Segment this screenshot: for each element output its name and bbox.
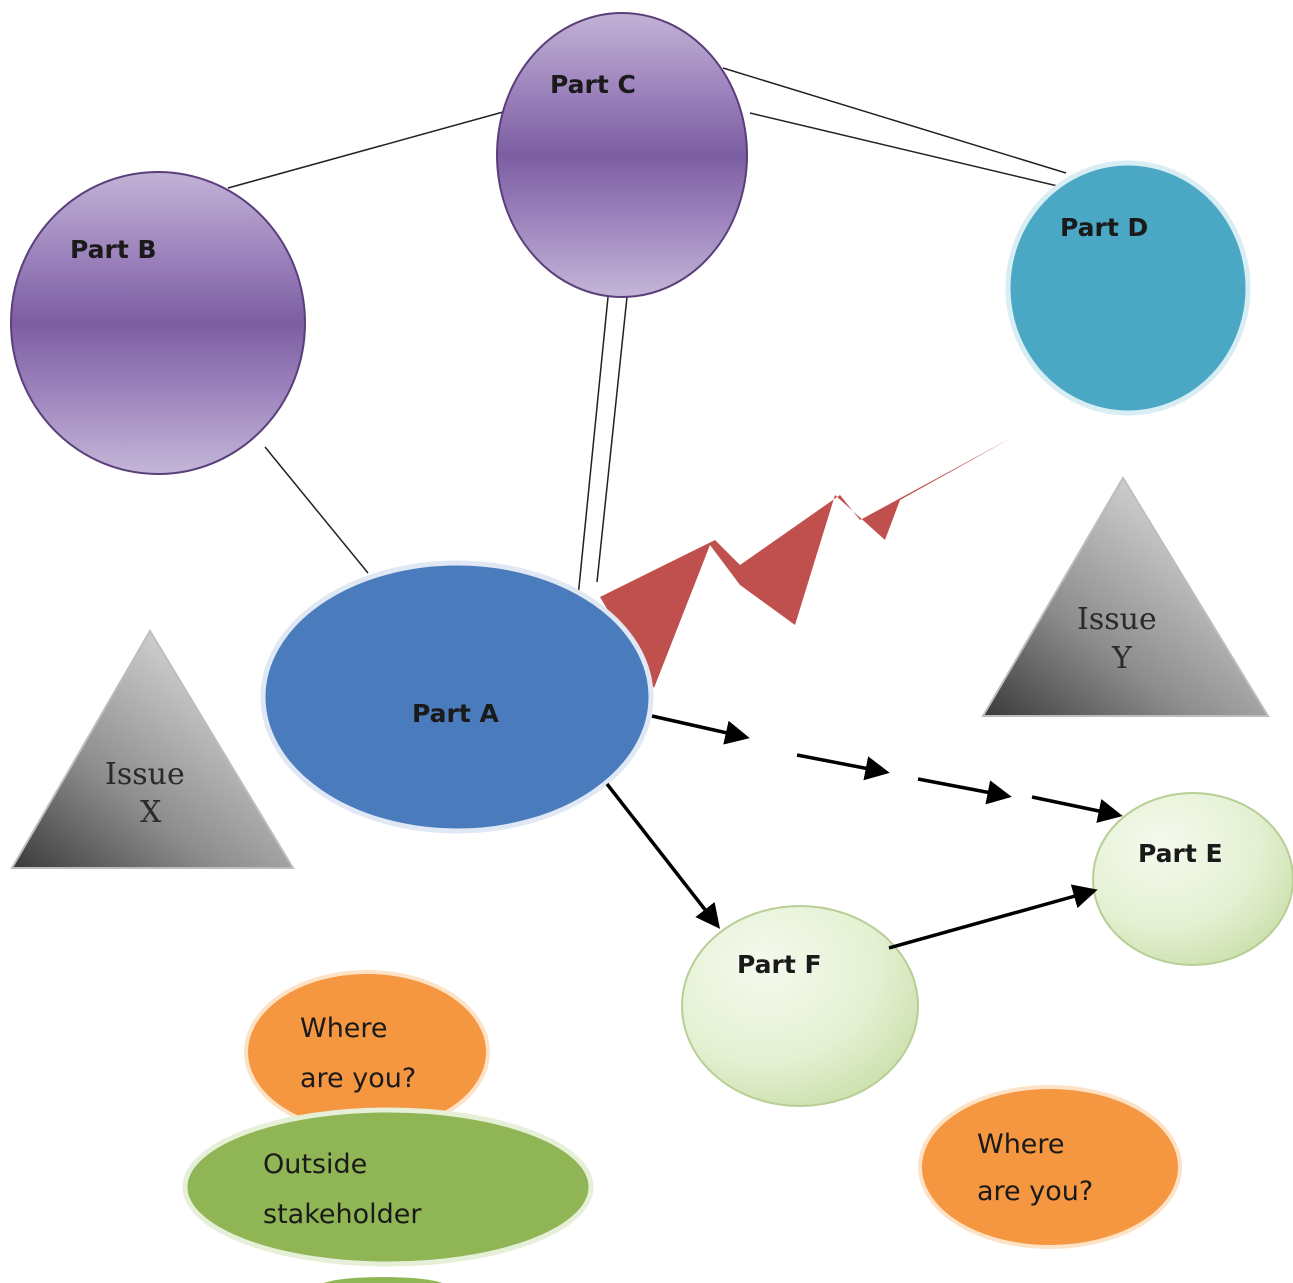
part-d-circle — [1005, 160, 1251, 416]
arrow-a-e-dash-3 — [917, 777, 1012, 805]
node-part-b[interactable]: Part B — [10, 171, 306, 475]
connector-b-a — [264, 446, 369, 574]
issue-x-triangle — [10, 629, 295, 869]
connector-c-a-2 — [596, 296, 628, 583]
part-e-circle — [1092, 792, 1293, 966]
issue-y-label-line2: Y — [1111, 641, 1133, 676]
arrow-a-f — [605, 782, 721, 929]
connector-c-d-1 — [722, 67, 1067, 174]
connector-c-a-1 — [577, 296, 609, 598]
part-d-label: Part D — [1060, 213, 1148, 242]
node-part-e[interactable]: Part E — [1092, 792, 1293, 966]
arrow-a-e-dash-2 — [796, 753, 890, 781]
callout-outside-stakeholder: Outside stakeholder — [182, 1107, 594, 1283]
stakeholder-bottom-sliver — [323, 1277, 443, 1283]
issue-y: Issue Y — [981, 476, 1270, 717]
arrow-f-e — [888, 884, 1098, 950]
issue-x: Issue X — [10, 629, 295, 869]
issue-y-label-line1: Issue — [1077, 602, 1157, 637]
node-part-d[interactable]: Part D — [1005, 160, 1251, 416]
arrow-a-e-dash-1 — [651, 714, 750, 745]
callout-where-right: Where are you? — [918, 1085, 1182, 1249]
issue-y-triangle — [981, 476, 1270, 717]
stakeholder-line2: stakeholder — [263, 1199, 422, 1230]
part-a-circle — [260, 560, 654, 834]
part-f-label: Part F — [737, 950, 822, 979]
where-left-line2: are you? — [300, 1063, 416, 1094]
connector-c-d-2 — [749, 112, 1067, 189]
arrows — [605, 714, 1123, 950]
stakeholder-ellipse — [182, 1107, 594, 1267]
part-b-circle — [10, 171, 306, 475]
issue-x-label-line2: X — [140, 795, 162, 830]
where-right-ellipse — [918, 1085, 1182, 1249]
issue-x-label-line1: Issue — [105, 757, 185, 792]
callout-where-left: Where are you? — [244, 970, 490, 1134]
node-part-a[interactable]: Part A — [260, 560, 654, 834]
connector-b-c — [227, 111, 504, 189]
where-right-line2: are you? — [977, 1176, 1093, 1207]
node-part-f[interactable]: Part F — [681, 905, 919, 1107]
arrow-a-e-dash-4 — [1031, 795, 1123, 823]
part-e-label: Part E — [1138, 839, 1223, 868]
part-b-label: Part B — [70, 235, 157, 264]
conflict-lightning-icon — [600, 437, 1013, 688]
part-f-circle — [681, 905, 919, 1107]
where-right-line1: Where — [977, 1129, 1065, 1160]
part-c-circle — [496, 12, 748, 298]
where-left-line1: Where — [300, 1013, 388, 1044]
part-c-label: Part C — [550, 70, 636, 99]
part-a-label: Part A — [412, 699, 500, 728]
connectors — [227, 67, 1067, 598]
node-part-c[interactable]: Part C — [496, 12, 748, 298]
stakeholder-line1: Outside — [263, 1149, 367, 1180]
